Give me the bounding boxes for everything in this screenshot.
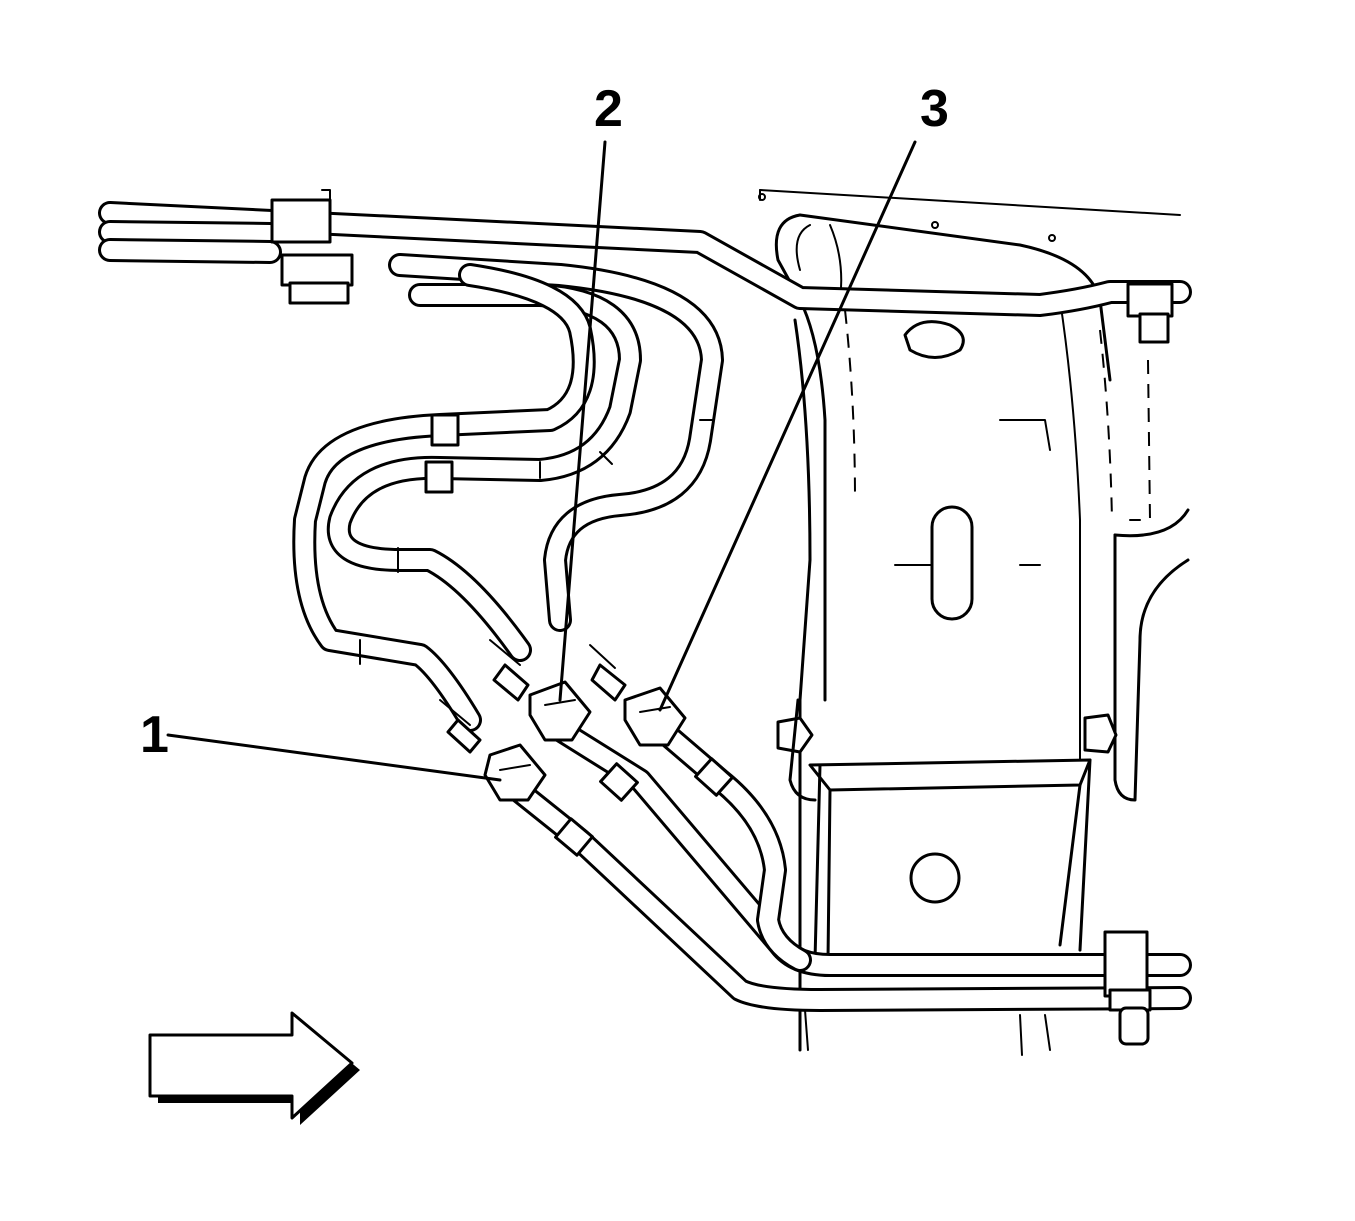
right-arrow-icon <box>148 1011 360 1125</box>
leader-line-2 <box>558 140 607 702</box>
lower-lines <box>493 708 1192 1046</box>
leader-line-1 <box>166 733 502 782</box>
fitting-2 <box>489 639 592 742</box>
callout-2: 2 <box>594 80 623 138</box>
upper-line-bundle <box>98 189 1192 344</box>
callout-3: 3 <box>920 80 949 138</box>
fitting-1 <box>439 699 547 802</box>
loop-lines <box>292 253 724 732</box>
leader-line-3 <box>658 140 917 712</box>
fitting-3 <box>589 644 687 747</box>
leader-lines <box>166 140 917 782</box>
callout-1: 1 <box>140 706 169 764</box>
frame-rail <box>758 189 1190 1056</box>
